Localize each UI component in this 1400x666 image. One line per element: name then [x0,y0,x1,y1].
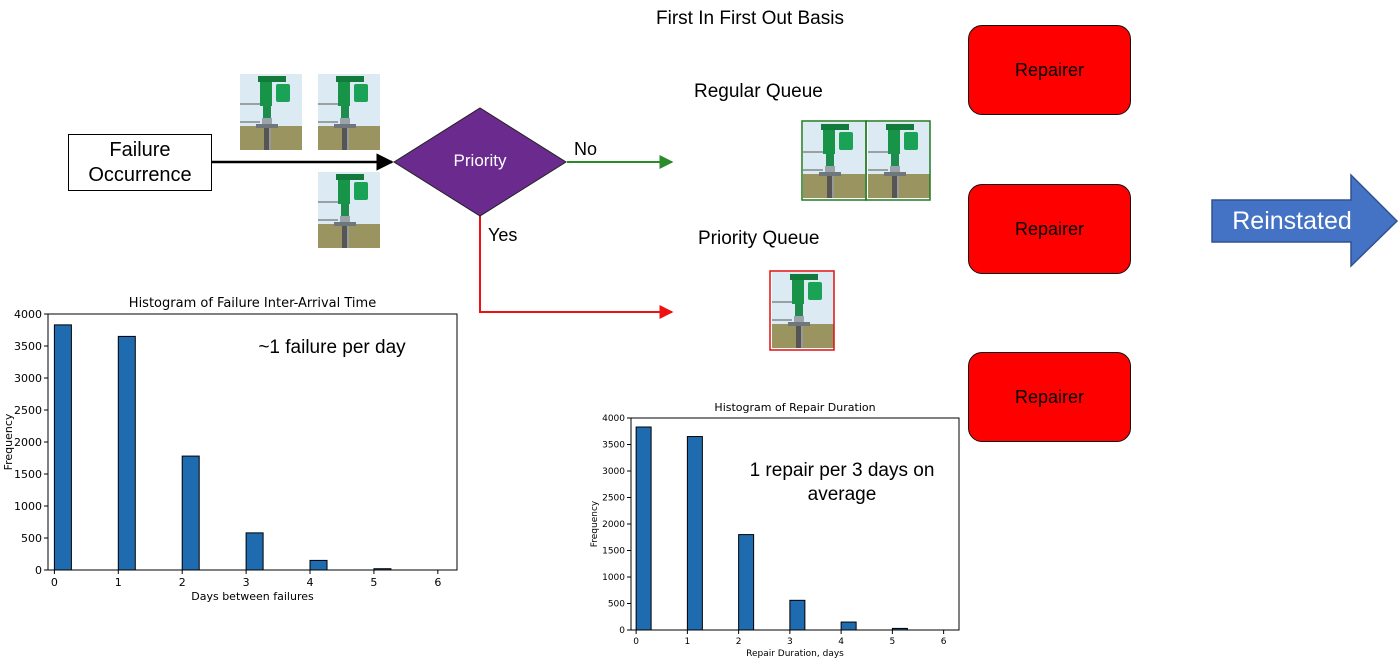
y-tick-label: 2000 [602,520,625,530]
chart-title: Histogram of Repair Duration [714,401,875,414]
repair-duration-histogram: 0 1 2 3 4 5 6 0 500 1000 1500 2000 2500 3000 3500 4000 H… [590,401,960,659]
x-tick-label: 1 [685,637,691,647]
histogram-bar [53,324,72,571]
x-tick-label: 2 [179,576,186,589]
y-axis-label: Frequency [590,500,600,547]
priority-decision-diamond [393,107,567,217]
x-tick-label: 5 [890,637,896,647]
chart2-annotation: 1 repair per 3 days on average [722,459,962,507]
pump-icon [317,171,381,249]
y-tick-label: 0 [619,626,625,636]
repairer-box: Repairer [968,352,1131,442]
histogram-bar [117,335,136,571]
reinstated-arrow [1211,173,1399,268]
chart-title: Histogram of Failure Inter-Arrival Time [129,296,376,311]
y-tick-label: 4000 [14,308,42,321]
repairer-label: Repairer [1014,59,1085,80]
chart1-annotation: ~1 failure per day [258,337,406,358]
failure-occurrence-box: Failure Occurrence [68,134,212,191]
repairer-box: Repairer [968,184,1131,274]
fifo-title: First In First Out Basis [656,8,844,29]
x-tick-label: 6 [941,637,947,647]
y-tick-label: 3500 [14,340,42,353]
y-axis-label: Frequency [2,413,15,470]
x-axis-label: Repair Duration, days [746,649,844,659]
histogram-bar [686,436,703,631]
x-tick-label: 5 [370,576,377,589]
x-tick-label: 4 [307,576,314,589]
x-tick-label: 3 [243,576,250,589]
histogram-bar [738,534,755,631]
reinstated-label: Reinstated [1232,206,1352,235]
x-tick-label: 6 [434,576,441,589]
plot-frame [630,417,960,631]
y-tick-label: 2500 [14,404,42,417]
pump-icon [867,121,931,199]
yes-branch-arrow [479,215,674,319]
x-tick-label: 1 [115,576,122,589]
chart2-annotation-line1: 1 repair per 3 days on [749,460,935,481]
regular-queue-label: Regular Queue [694,81,823,102]
y-tick-label: 500 [608,600,625,610]
y-tick-label: 2500 [602,494,625,504]
y-tick-label: 3500 [602,441,625,451]
y-tick-label: 1000 [602,573,625,583]
pump-icon [239,73,303,151]
histogram-bar [840,621,857,631]
y-tick-label: 1500 [602,547,625,557]
x-tick-label: 0 [633,637,639,647]
histogram-bar [635,426,652,631]
no-label: No [574,139,598,159]
histogram-bar [181,455,200,571]
x-tick-label: 2 [736,637,742,647]
y-tick-label: 4000 [602,414,625,424]
priority-label: Priority [453,151,507,170]
regular-queue-slot [865,120,931,201]
y-tick-label: 1500 [14,468,42,481]
priority-queue-label: Priority Queue [698,228,820,249]
y-tick-label: 2000 [14,436,42,449]
repairer-box: Repairer [968,25,1131,115]
failure-box-line2: Occurrence [88,163,192,186]
repairer-label: Repairer [1014,386,1085,407]
x-axis-label: Days between failures [191,590,314,603]
x-tick-label: 4 [838,637,844,647]
y-tick-label: 0 [35,564,42,577]
pump-icon [802,121,866,199]
failure-interarrival-histogram: 0 1 2 3 4 5 6 0 500 1000 1500 2000 2500 3000 3500 4000 H… [2,296,458,603]
x-tick-label: 0 [51,576,58,589]
priority-queue-slot [769,270,835,351]
pump-icon [771,271,835,349]
histogram-bar [789,599,806,631]
y-tick-label: 1000 [14,500,42,513]
repairer-label: Repairer [1014,218,1085,239]
chart2-annotation-line2: average [807,484,877,505]
histogram-bar [309,559,328,571]
histogram-bar [245,532,264,571]
y-tick-label: 500 [21,532,42,545]
failure-box-line1: Failure [109,138,171,161]
yes-label: Yes [488,225,518,245]
y-tick-label: 3000 [602,467,625,477]
y-tick-label: 3000 [14,372,42,385]
x-tick-label: 3 [787,637,793,647]
pump-icon [317,73,381,151]
